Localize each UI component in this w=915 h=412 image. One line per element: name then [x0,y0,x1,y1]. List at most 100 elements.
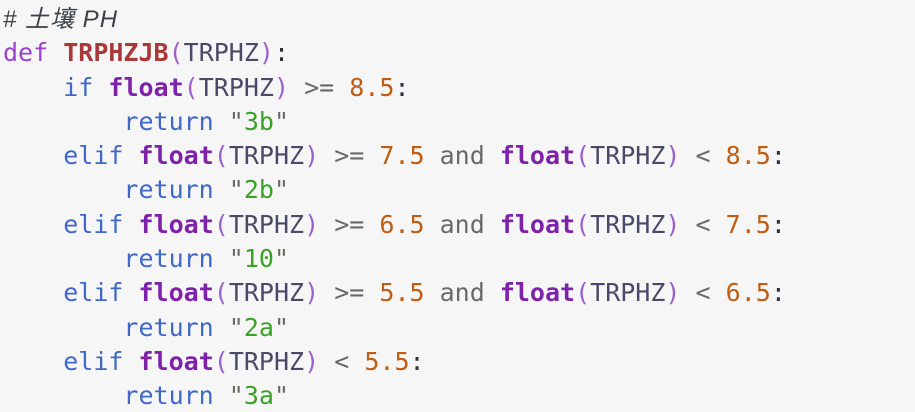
code-line: if float(TRPHZ) >= 8.5: [3,71,915,105]
code-token [123,141,138,170]
code-token: return [123,312,214,342]
code-token [485,278,500,307]
code-token: float [499,209,576,239]
code-line: return "2b" [3,173,915,207]
code-token: ( [213,278,229,308]
code-token: : [409,346,425,376]
code-token [214,313,229,342]
code-token [319,141,334,170]
code-token [364,278,379,307]
code-token [680,210,695,239]
code-token: ) [273,72,290,102]
code-token [3,278,63,307]
code-token: 3a [243,381,274,411]
code-token: 6.5 [725,278,771,308]
code-token [214,175,229,204]
code-token: float [138,278,214,308]
code-token [485,210,500,239]
code-token: ) [258,38,274,68]
code-token: " [228,244,244,274]
code-token: 2a [243,312,274,342]
code-token [3,141,63,170]
code-token: 6.5 [379,209,425,239]
code-token: and [439,141,485,171]
code-token [289,73,304,102]
code-token: ( [168,38,184,68]
code-token [3,347,63,376]
code-token [425,210,440,239]
code-token [214,244,229,273]
code-token [93,73,108,102]
code-token: " [273,244,290,274]
code-token [364,210,379,239]
code-token: return [123,106,214,136]
code-token: ( [575,209,591,239]
code-token [214,107,229,136]
code-token: : [394,72,410,102]
code-token [425,278,440,307]
code-token: < [695,278,711,308]
code-token: 5.5 [379,278,425,308]
code-token: ) [665,209,681,239]
code-token: ) [304,141,320,171]
code-token [319,347,334,376]
code-token: 8.5 [725,141,771,171]
code-token [711,141,726,170]
code-token: # 土壤 PH [3,6,119,33]
code-token: : [770,278,786,308]
code-token: return [123,244,214,274]
code-token: TRPHZ [590,141,666,171]
code-token: elif [63,346,124,376]
code-token [3,313,123,342]
code-token [364,141,379,170]
code-token: 7.5 [379,141,425,171]
code-token [123,210,138,239]
code-token: 3b [243,106,274,136]
code-token [3,73,63,102]
code-token: TRPHZ [183,38,259,68]
code-token: ) [304,278,320,308]
code-token: " [273,175,290,205]
code-token: TRPHZ [228,209,305,239]
code-token [319,278,334,307]
code-token: >= [334,278,365,308]
code-token: 10 [243,244,274,274]
code-token: float [499,141,576,171]
code-token: ) [665,141,681,171]
code-token [334,73,349,102]
code-token: : [770,141,786,171]
code-token: " [273,381,290,411]
code-token: < [334,346,350,376]
code-token [123,278,138,307]
code-token: " [228,381,244,411]
code-token: : [770,209,786,239]
code-token [48,38,63,67]
code-token: 5.5 [364,346,410,376]
code-token: float [108,72,184,102]
code-token: ) [304,346,320,376]
code-line: elif float(TRPHZ) >= 5.5 and float(TRPHZ… [3,276,915,310]
code-token: >= [334,209,365,239]
code-token: float [499,278,576,308]
code-token: >= [304,72,335,102]
code-token: TRPHZ [228,346,305,376]
code-token: >= [334,141,365,171]
code-line: elif float(TRPHZ) < 5.5: [3,345,915,379]
code-token: ) [665,278,681,308]
code-token [711,278,726,307]
code-line: return "10" [3,242,915,276]
code-token: def [3,38,49,68]
code-token: TRPHZ [198,72,274,102]
code-token: TRPHZ [590,209,666,239]
code-token: 2b [243,175,274,205]
code-token [680,141,695,170]
code-line: return "2a" [3,311,915,345]
code-line: # 土壤 PH [3,2,915,36]
code-line: def TRPHZJB(TRPHZ): [3,36,915,70]
code-token: ( [183,72,199,102]
code-token: elif [63,209,124,239]
code-token: " [228,312,244,342]
code-token [349,347,364,376]
code-token [3,107,123,136]
